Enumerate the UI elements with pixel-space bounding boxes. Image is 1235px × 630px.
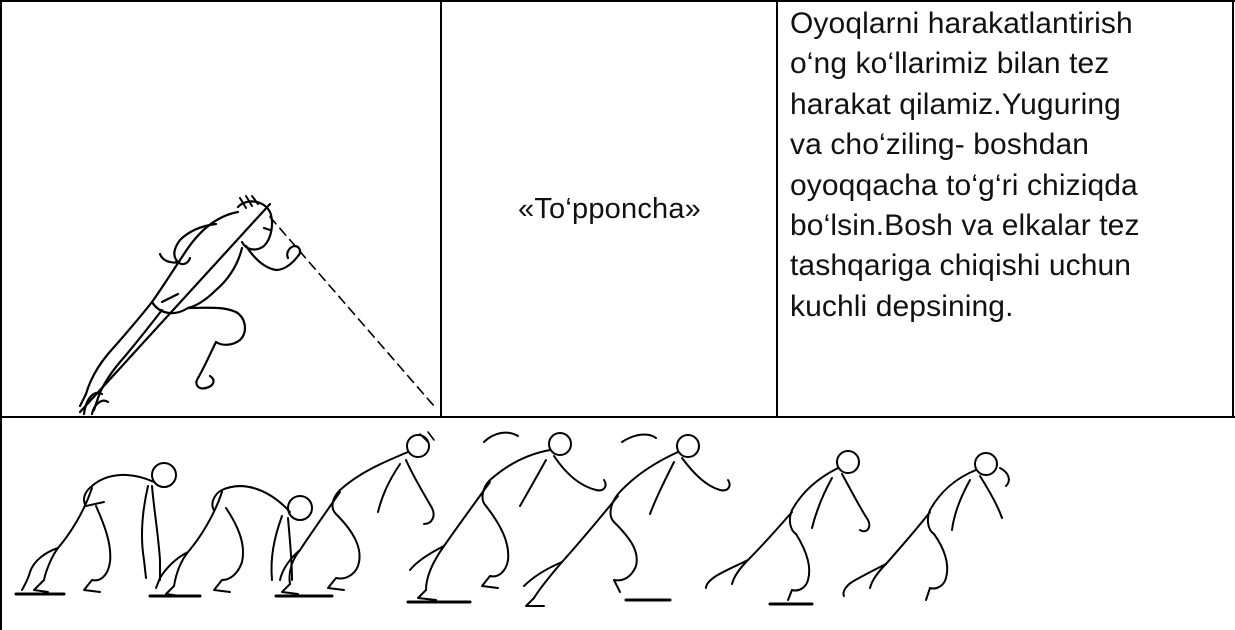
technique-description: Oyoqlarni harakatlantirish o‘ng ko‘llari… xyxy=(790,4,1228,414)
table-right-border xyxy=(1232,0,1234,418)
description-line: Oyoqlarni harakatlantirish xyxy=(790,7,1133,40)
runner-crouch-set-icon xyxy=(14,462,177,596)
description-line: o‘ng ko‘llarimiz bilan tez xyxy=(790,47,1110,81)
runner-extension-icon xyxy=(523,433,731,607)
sprinter-start-icon xyxy=(78,195,435,416)
description-line: bo‘lsin.Bosh va elkalar tez xyxy=(790,209,1140,243)
runner-stride-icon xyxy=(842,452,1010,601)
description-line: tashqariga chiqishi uchun xyxy=(790,249,1132,283)
technique-name: «To‘pponcha» xyxy=(442,2,777,416)
runner-drive-icon xyxy=(406,431,607,604)
description-line: oyoqqacha to‘g‘ri chiziqda xyxy=(790,168,1138,202)
runner-push-off-icon xyxy=(274,431,435,598)
sprint-start-sequence-icon xyxy=(14,431,1010,607)
column-divider-1 xyxy=(440,0,442,418)
table-row-divider xyxy=(0,416,1235,418)
description-line: kuchli depsining. xyxy=(790,289,1014,323)
table-left-border xyxy=(0,0,2,630)
runner-acceleration-icon xyxy=(705,450,871,606)
runner-crouch-rise-icon xyxy=(148,485,313,598)
table-top-border xyxy=(0,0,1235,2)
description-line: harakat qilamiz.Yuguring xyxy=(790,87,1121,121)
description-line: va cho‘ziling- boshdan xyxy=(790,128,1090,162)
column-divider-2 xyxy=(776,0,778,418)
technique-name-text: «To‘pponcha» xyxy=(518,192,701,225)
